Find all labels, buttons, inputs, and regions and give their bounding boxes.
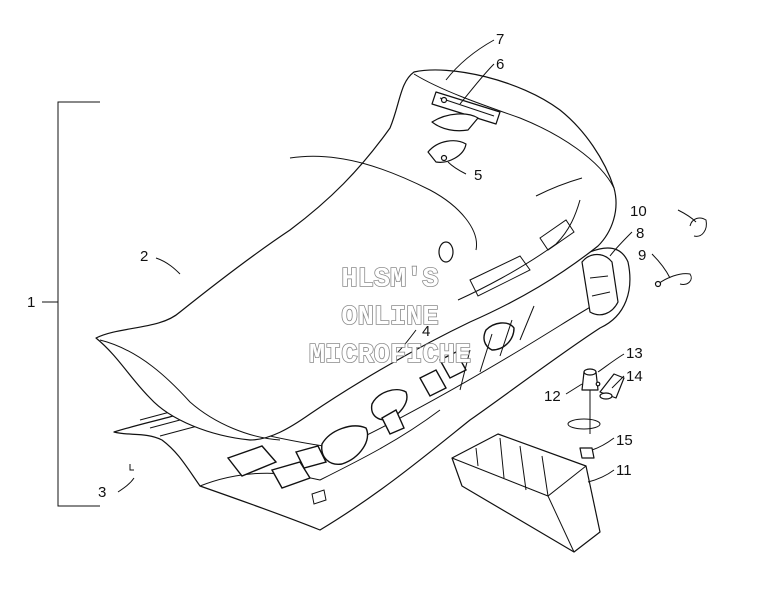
callout-15: 15 [616,432,633,449]
callout-3: 3 [98,484,106,501]
callout-10: 10 [630,203,647,220]
screw [129,464,134,471]
callout-12: 12 [544,388,561,405]
leader-lines [117,39,697,493]
latch-bracket-group [427,91,501,163]
callout-13: 13 [626,345,643,362]
seat-cushion [95,69,617,441]
watermark: HLSM'S ONLINE MICROFICHE [308,264,472,372]
watermark-line-2: ONLINE [341,303,438,333]
latch-spring [654,273,692,288]
callout-7: 7 [496,31,504,48]
hinge-plate [581,253,619,316]
callout-5: 5 [474,167,482,184]
storage-box [451,433,601,553]
assembly-bracket [42,101,100,507]
callout-1: 1 [27,294,35,311]
callout-4: 4 [422,323,430,340]
seat-base-pan [113,247,631,531]
callout-14: 14 [626,368,643,385]
watermark-line-1: HLSM'S [341,265,438,295]
callout-8: 8 [636,225,644,242]
callout-11: 11 [616,462,632,479]
callout-9: 9 [638,247,646,264]
latch-hardware [567,368,625,459]
watermark-line-3: MICROFICHE [309,341,471,371]
callout-6: 6 [496,56,504,73]
callout-2: 2 [140,248,148,265]
clip-ring [689,217,707,237]
